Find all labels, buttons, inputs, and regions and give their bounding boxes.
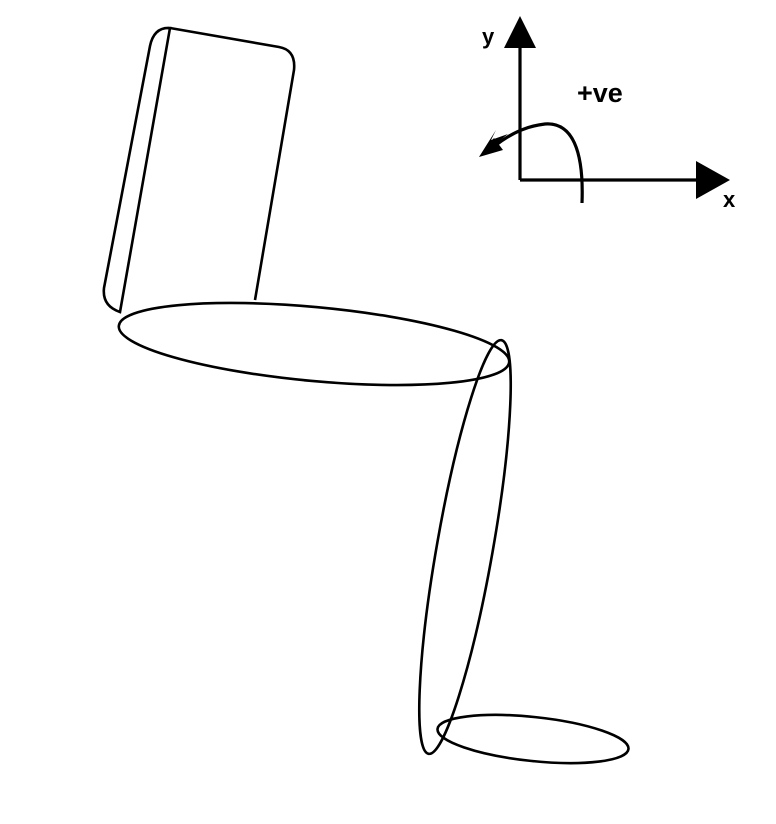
shank-segment [417,338,513,756]
rotation-arrowhead-tip [479,138,503,157]
y-axis-label: y [482,24,495,49]
thigh-segment [117,301,511,387]
trunk-segment [102,26,296,314]
foot-segment [436,713,630,765]
rotation-arc [495,122,584,204]
x-axis-label: x [723,187,736,212]
rotation-positive-label: +ve [577,78,623,108]
y-axis-arrowhead [504,16,536,48]
coordinate-axes: y x +ve [479,16,736,212]
x-axis-arrowhead [696,161,730,199]
